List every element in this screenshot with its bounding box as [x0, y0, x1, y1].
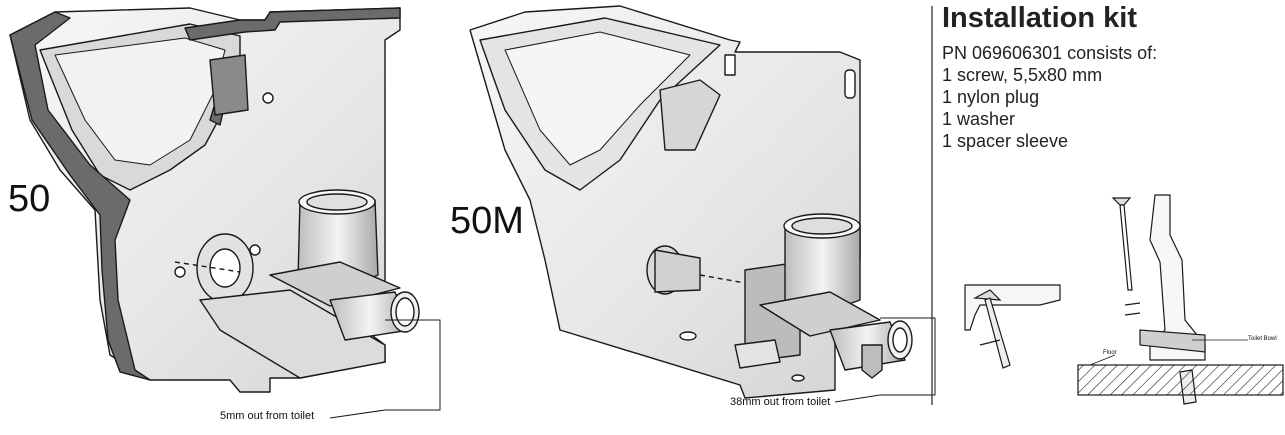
- toilet-50-drawing: [9, 7, 441, 419]
- callout-5mm: 5mm out from toilet: [220, 410, 315, 422]
- toilet-bowl-label: Toilet Bowl: [1248, 336, 1277, 342]
- detail-section-drawing: [1077, 194, 1284, 405]
- detail-bracket-drawing: [964, 284, 1061, 369]
- floor-label: Floor: [1103, 350, 1117, 356]
- kit-line-sleeve: 1 spacer sleeve: [942, 131, 1069, 151]
- callout-38mm: 38mm out from toilet: [730, 396, 831, 408]
- kit-line-plug: 1 nylon plug: [942, 87, 1040, 107]
- kit-line-washer: 1 washer: [942, 109, 1016, 129]
- kit-line-screw: 1 screw, 5,5x80 mm: [942, 65, 1103, 85]
- model-label-50: 50: [8, 178, 51, 220]
- kit-line-pn: PN 069606301 consists of:: [942, 43, 1158, 63]
- model-label-50m: 50M: [450, 200, 524, 242]
- kit-title: Installation kit: [942, 2, 1137, 34]
- toilet-50m-drawing: [469, 5, 936, 403]
